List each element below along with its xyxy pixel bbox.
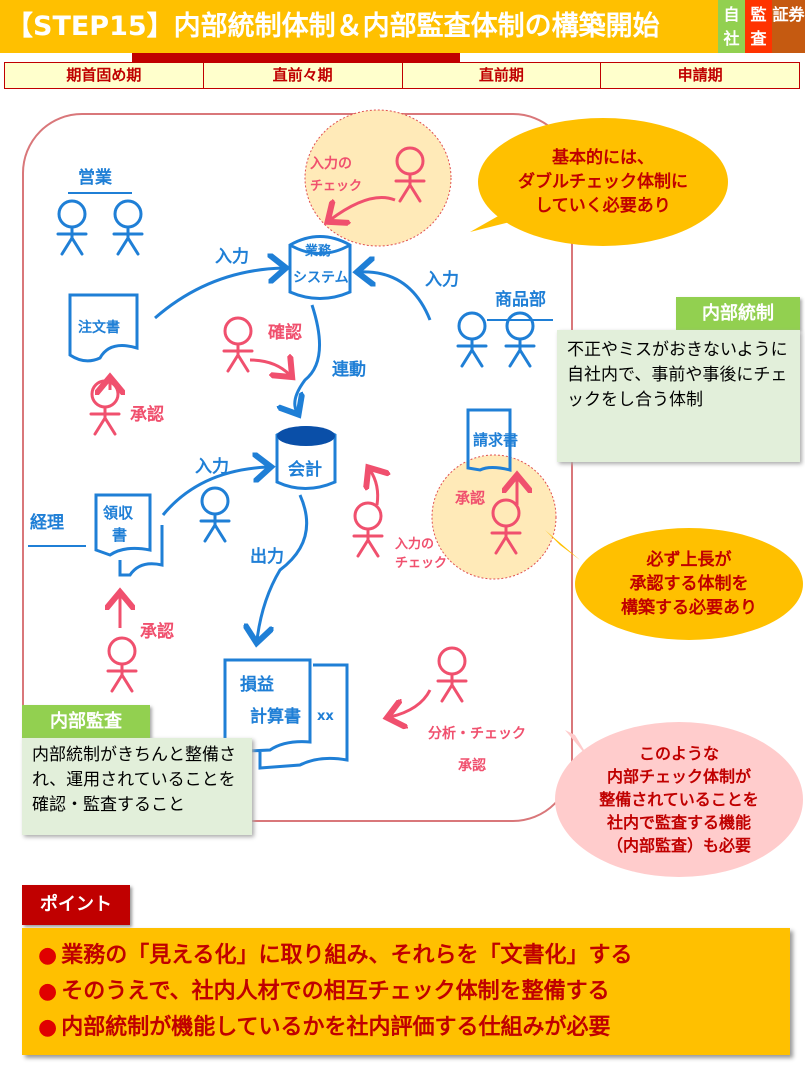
- point-item: ●内部統制が機能しているかを社内評価する仕組みが必要: [38, 1010, 774, 1046]
- label-input-check: 入力の: [310, 155, 352, 172]
- internal-control-label: 内部統制: [676, 297, 800, 330]
- point-label: ポイント: [22, 885, 130, 925]
- current-phase-indicator: [132, 53, 460, 62]
- label-order-form: 注文書: [78, 319, 120, 336]
- label-receipt: 領収: [103, 504, 134, 522]
- database-top: [277, 426, 335, 446]
- person-icon: [222, 316, 254, 373]
- callout-line: 内部チェック体制が: [606, 767, 751, 786]
- document-icon: [68, 293, 139, 363]
- document-icon: [466, 408, 512, 472]
- label-approve: 承認: [458, 757, 486, 774]
- label-accounting-dept: 経理: [30, 512, 64, 533]
- callout-line: 社内で監査する機能: [606, 813, 751, 832]
- callout-line: ダブルチェック体制に: [518, 172, 688, 192]
- label-approve: 承認: [140, 621, 174, 642]
- label-output: 出力: [250, 546, 284, 567]
- highlight-circle: [304, 109, 452, 247]
- point-item: ●業務の「見える化」に取り組み、それらを「文書化」する: [38, 938, 774, 974]
- internal-audit-description: 内部統制がきちんと整備され、運用されていることを確認・監査すること: [22, 738, 252, 835]
- label-accounting: 会計: [288, 459, 322, 480]
- internal-control-description: 不正やミスがおきないように自社内で、事前や事後にチェックをし合う体制: [557, 330, 800, 462]
- label-input-check-2: チェック: [310, 179, 362, 194]
- callout-line: 基本的には、: [552, 148, 654, 168]
- internal-audit-label: 内部監査: [22, 705, 150, 738]
- person-icon: [352, 501, 384, 558]
- person-icon: [456, 311, 488, 368]
- document-icon: [94, 493, 164, 577]
- callout-approval: 必ず上長が承認する体制を構築する必要あり: [575, 528, 803, 640]
- label-receipt-2: 書: [112, 526, 127, 544]
- label-input: 入力: [425, 269, 459, 290]
- callout-line: していく必要あり: [535, 196, 671, 216]
- label-pl: 損益: [240, 674, 274, 695]
- bullet-icon: ●: [38, 943, 58, 968]
- badge-audit: 監査: [745, 0, 772, 53]
- callout-line: （内部監査）も必要: [606, 836, 751, 855]
- person-icon: [89, 379, 121, 436]
- bullet-icon: ●: [38, 979, 58, 1004]
- person-icon: [436, 646, 468, 703]
- phase-4: 申請期: [601, 63, 799, 88]
- point-item: ●そのうえで、社内人材での相互チェック体制を整備する: [38, 974, 774, 1010]
- label-system: システム: [293, 270, 349, 286]
- label-link: 連動: [332, 359, 366, 380]
- callout-line: 整備されていることを: [599, 790, 759, 809]
- label-approve: 承認: [130, 404, 164, 425]
- label-invoice: 請求書: [473, 431, 518, 449]
- label-approve: 承認: [455, 489, 485, 507]
- label-analysis-check: 分析・チェック: [428, 725, 526, 742]
- callout-double-check: 基本的には、ダブルチェック体制にしていく必要あり: [478, 118, 728, 246]
- phase-2: 直前々期: [203, 63, 403, 88]
- phase-timeline: 期首固め期 直前々期 直前期 申請期: [4, 62, 800, 89]
- person-icon: [56, 199, 88, 256]
- callout-line: 必ず上長が: [646, 550, 732, 570]
- database-icon: [288, 235, 352, 300]
- person-icon: [106, 636, 138, 693]
- label-input: 入力: [195, 456, 229, 477]
- page-title: 【STEP15】内部統制体制＆内部監査体制の構築開始: [0, 0, 718, 53]
- badge-securities: 証券: [772, 0, 805, 53]
- point-text: 内部統制が機能しているかを社内評価する仕組みが必要: [61, 1015, 611, 1040]
- person-icon: [199, 486, 231, 543]
- point-text: 業務の「見える化」に取り組み、それらを「文書化」する: [61, 943, 633, 968]
- person-icon: [112, 199, 144, 256]
- label-pl-2: 計算書: [250, 706, 301, 727]
- document-icon: [223, 658, 349, 770]
- callout-line: このような: [638, 744, 719, 763]
- callout-line: 構築する必要あり: [621, 598, 757, 618]
- label-product-dept: 商品部: [495, 289, 546, 310]
- bullet-icon: ●: [38, 1015, 58, 1040]
- label-business: 業務: [304, 243, 332, 259]
- label-confirm: 確認: [268, 322, 302, 343]
- callout-line: 承認する体制を: [629, 574, 749, 594]
- phase-1: 期首固め期: [5, 63, 204, 88]
- phase-3: 直前期: [402, 63, 602, 88]
- label-input-check: 入力の: [395, 536, 434, 552]
- label-sales: 営業: [78, 167, 112, 188]
- badge-company: 自社: [718, 0, 745, 53]
- point-box: ●業務の「見える化」に取り組み、それらを「文書化」する ●そのうえで、社内人材で…: [22, 928, 790, 1055]
- label-input: 入力: [215, 246, 249, 267]
- callout-audit: このような内部チェック体制が整備されていることを社内で監査する機能 （内部監査）も…: [555, 722, 803, 877]
- label-input-check-2: チェック: [395, 556, 447, 571]
- diagram-frame: [22, 113, 573, 822]
- label-xx: xx: [317, 709, 334, 724]
- point-text: そのうえで、社内人材での相互チェック体制を整備する: [61, 979, 610, 1004]
